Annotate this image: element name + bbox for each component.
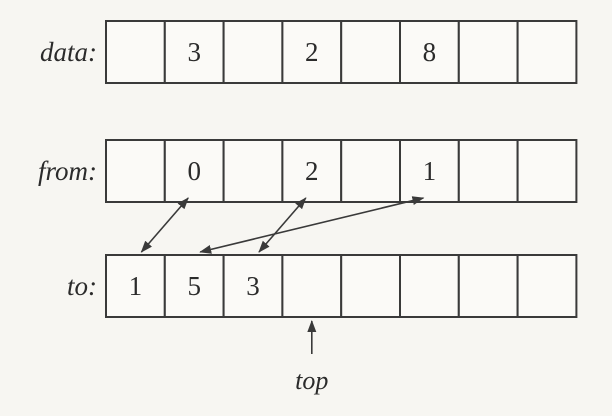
to-value-2: 3 bbox=[246, 271, 260, 301]
link-arrows bbox=[140, 196, 425, 254]
to-cell-4 bbox=[340, 254, 402, 318]
data-value-3: 2 bbox=[305, 37, 319, 67]
from-cell-5 bbox=[399, 139, 460, 203]
to-cell-2 bbox=[222, 254, 284, 318]
data-cell-6 bbox=[457, 20, 519, 84]
data-value-1: 3 bbox=[187, 37, 201, 67]
pointer-group: top bbox=[295, 320, 328, 395]
link-arrow-0 bbox=[140, 197, 189, 253]
from-value-3: 2 bbox=[305, 156, 319, 186]
data-value-5: 8 bbox=[423, 37, 437, 67]
from-cell-6 bbox=[457, 139, 519, 203]
to-cell-7 bbox=[516, 254, 578, 318]
row-label-from: from: bbox=[38, 156, 97, 186]
from-cell-0 bbox=[105, 139, 166, 203]
to-cell-5 bbox=[399, 254, 460, 318]
to-cell-6 bbox=[457, 254, 519, 318]
to-value-1: 5 bbox=[187, 271, 201, 301]
data-cell-1 bbox=[163, 20, 225, 84]
to-cell-0 bbox=[105, 254, 166, 318]
row-to: to: 1 5 3 bbox=[67, 254, 578, 318]
from-cell-7 bbox=[516, 139, 578, 203]
to-cell-1 bbox=[163, 254, 225, 318]
to-cell-3 bbox=[281, 254, 343, 318]
row-label-to: to: bbox=[67, 271, 97, 301]
row-data: data: 3 2 8 bbox=[40, 20, 578, 84]
data-cell-3 bbox=[281, 20, 343, 84]
data-cell-2 bbox=[222, 20, 284, 84]
data-cell-4 bbox=[340, 20, 402, 84]
data-cell-0 bbox=[105, 20, 166, 84]
row-from: from: 0 2 1 bbox=[38, 139, 578, 203]
from-value-1: 0 bbox=[187, 156, 201, 186]
from-value-5: 1 bbox=[423, 156, 437, 186]
link-arrow-2 bbox=[199, 196, 425, 254]
top-pointer-label: top bbox=[295, 366, 328, 395]
from-cell-4 bbox=[340, 139, 402, 203]
data-cell-7 bbox=[516, 20, 578, 84]
to-value-0: 1 bbox=[129, 271, 143, 301]
array-rows: data: 3 2 8 from: 0 2 1 to: 1 5 3 bbox=[38, 20, 578, 318]
link-arrow-1 bbox=[258, 197, 307, 253]
row-label-data: data: bbox=[40, 37, 97, 67]
from-cell-2 bbox=[222, 139, 284, 203]
data-cell-5 bbox=[399, 20, 460, 84]
